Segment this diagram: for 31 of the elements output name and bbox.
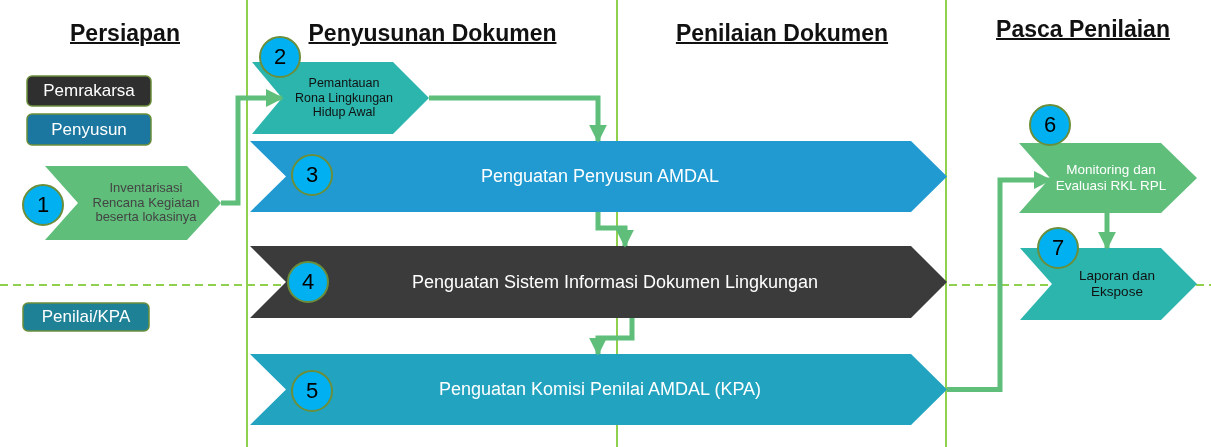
arrow <box>947 171 1052 392</box>
arrow <box>595 212 634 248</box>
step-label: Penguatan Penyusun AMDAL <box>480 166 720 187</box>
role-label: Penyusun <box>51 119 127 140</box>
arrow <box>429 95 607 143</box>
step-number: 6 <box>1029 104 1071 146</box>
step-label: Monitoring dan Evaluasi RKL RPL <box>1055 162 1167 194</box>
column-header: Persiapan <box>69 20 181 47</box>
step-label: Inventarisasi Rencana Kegiatan beserta lokasinya <box>91 180 201 226</box>
step-label: Pemantauan Rona Lingkungan Hidup Awal <box>294 76 394 120</box>
role-box <box>26 113 152 146</box>
role-label: Penilai/KPA <box>41 307 131 327</box>
arrow <box>221 89 284 206</box>
role-box <box>22 302 150 332</box>
role-label: Pemrakarsa <box>43 81 135 101</box>
column-header: Penilaian Dokumen <box>674 20 890 47</box>
step-label: Penguatan Sistem Informasi Dokumen Lingkungan <box>411 271 819 293</box>
arrow <box>1098 213 1116 250</box>
column-header: Penyusunan Dokumen <box>307 20 558 47</box>
step-number: 7 <box>1037 227 1079 269</box>
role-box <box>26 75 152 107</box>
process-step <box>250 246 947 318</box>
column-header: Pasca Penilaian <box>995 16 1171 43</box>
step-label: Penguatan Komisi Penilai AMDAL (KPA) <box>438 379 762 400</box>
process-step <box>21 166 221 240</box>
process-step <box>250 354 947 425</box>
step-number: 1 <box>22 184 64 226</box>
step-label: Laporan dan Ekspose <box>1078 268 1156 300</box>
process-step <box>250 141 947 212</box>
arrow <box>589 318 635 356</box>
step-number: 2 <box>259 36 301 78</box>
